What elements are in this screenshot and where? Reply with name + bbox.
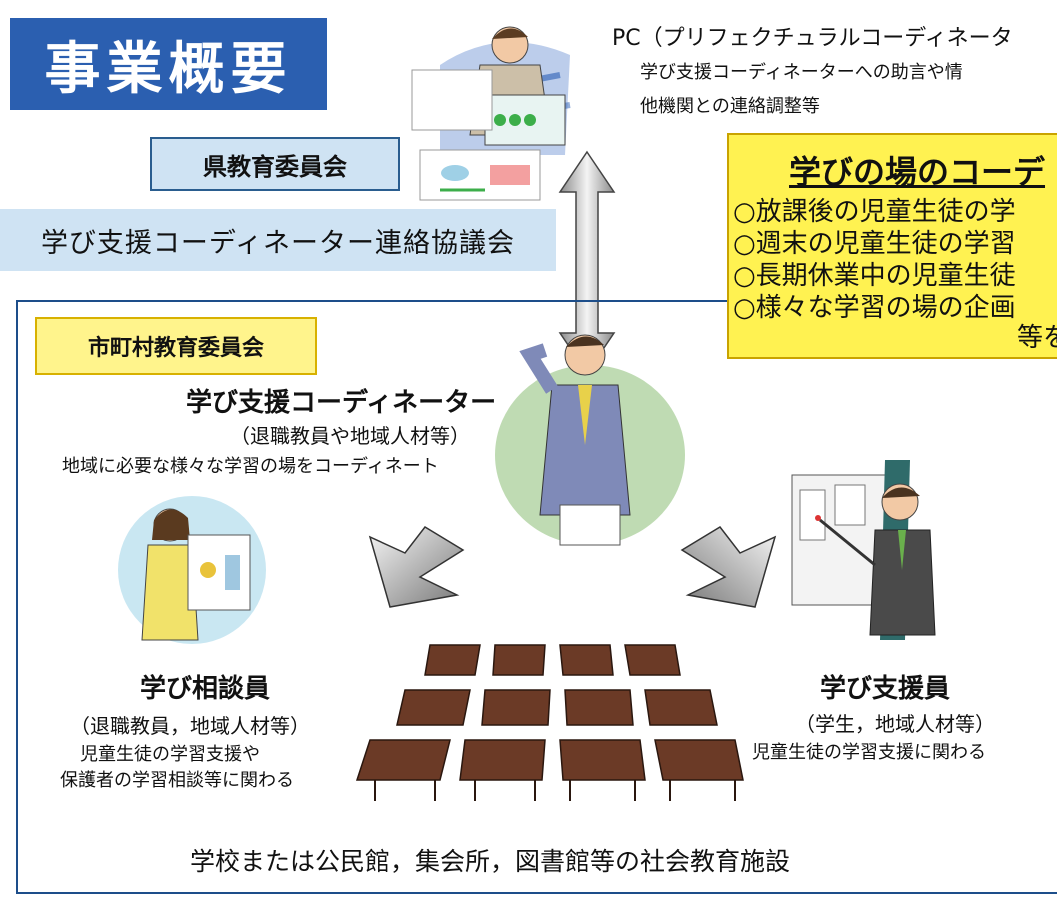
coordinator-description: 地域に必要な様々な学習の場をコーディネート <box>62 456 439 477</box>
learning-place-ending: 等を <box>1017 323 1057 353</box>
consultant-illustration <box>118 496 266 644</box>
supporter-illustration <box>791 460 936 640</box>
coordinator-title: 学び支援コーディネーター <box>186 388 497 418</box>
consultant-description-line1: 児童生徒の学習支援や <box>80 744 260 765</box>
down-left-arrow-icon <box>368 526 465 608</box>
school-facilities-label: 学校または公民館，集会所，図書館等の社会教育施設 <box>190 847 791 876</box>
coordinator-illustration <box>495 334 685 546</box>
prefecture-board-label: 県教育委員会 <box>150 137 400 191</box>
supporter-subtitle: （学生，地域人材等） <box>795 712 995 736</box>
municipal-board-label: 市町村教育委員会 <box>35 317 317 375</box>
classroom-desks-illustration <box>355 644 744 801</box>
learning-place-box: 学びの場のコーデ ○放課後の児童生徒の学 ○週末の児童生徒の学習 ○長期休業中の… <box>727 133 1057 359</box>
consultant-title: 学び相談員 <box>140 674 271 704</box>
supporter-description: 児童生徒の学習支援に関わる <box>752 742 986 763</box>
learning-place-item: ○週末の児童生徒の学習 <box>733 229 1016 259</box>
municipal-frame <box>16 300 1057 894</box>
consultant-description-line2: 保護者の学習相談等に関わる <box>60 770 294 791</box>
pc-description-line2: 他機関との連絡調整等 <box>640 96 820 117</box>
learning-place-item: ○長期休業中の児童生徒 <box>733 261 1016 291</box>
council-label: 学び支援コーディネーター連絡協議会 <box>0 209 556 271</box>
coordinator-subtitle: （退職教員や地域人材等） <box>230 424 470 448</box>
learning-place-item: ○放課後の児童生徒の学 <box>733 197 1016 227</box>
page-title: 事業概要 <box>10 18 327 110</box>
supporter-title: 学び支援員 <box>820 674 951 704</box>
consultant-subtitle: （退職教員，地域人材等） <box>70 714 310 738</box>
learning-place-title: 学びの場のコーデ <box>789 153 1046 191</box>
pc-title: PC（プリフェクチュラルコーディネータ <box>612 26 1013 51</box>
down-right-arrow-icon <box>680 526 777 608</box>
pc-person-illustration <box>411 26 571 201</box>
learning-place-item: ○様々な学習の場の企画 <box>733 293 1016 323</box>
pc-description-line1: 学び支援コーディネーターへの助言や情 <box>640 62 963 83</box>
